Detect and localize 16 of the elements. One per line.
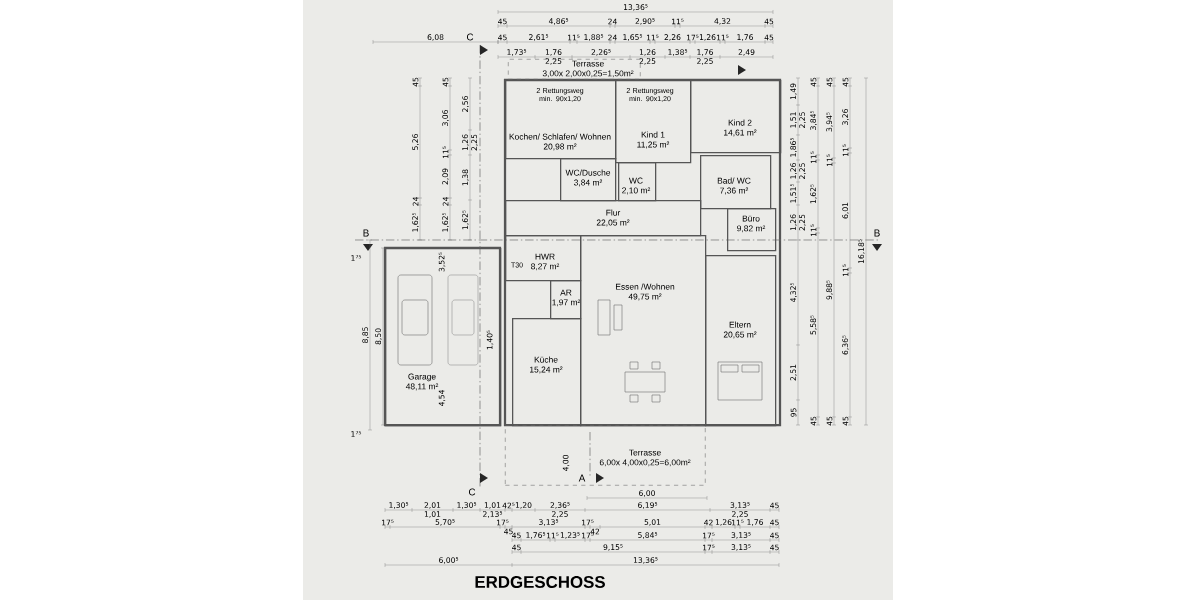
room: Eltern 20,65 m² bbox=[705, 255, 777, 427]
room: Küche 15,24 m² bbox=[512, 318, 582, 427]
section-letter: B bbox=[874, 229, 880, 237]
title: ERDGESCHOSS bbox=[475, 576, 605, 588]
section-letter: A bbox=[578, 474, 586, 482]
room: WC 2,10 m² bbox=[618, 162, 657, 202]
room: WC/Dusche 3,84 m² bbox=[560, 158, 617, 202]
section-letter: C bbox=[468, 488, 476, 496]
room: Flur 22,05 m² bbox=[505, 200, 702, 237]
room: Bad/ WC 7,36 m² bbox=[700, 155, 772, 210]
section-letter: C bbox=[466, 33, 474, 41]
room: AR 1,97 m² bbox=[550, 280, 582, 320]
room: Büro 9,82 m² bbox=[727, 208, 777, 252]
room: Essen /Wohnen 49,75 m² bbox=[580, 235, 707, 427]
room: Kind 2 14,61 m² bbox=[690, 80, 782, 154]
section-letter: B bbox=[363, 229, 369, 237]
